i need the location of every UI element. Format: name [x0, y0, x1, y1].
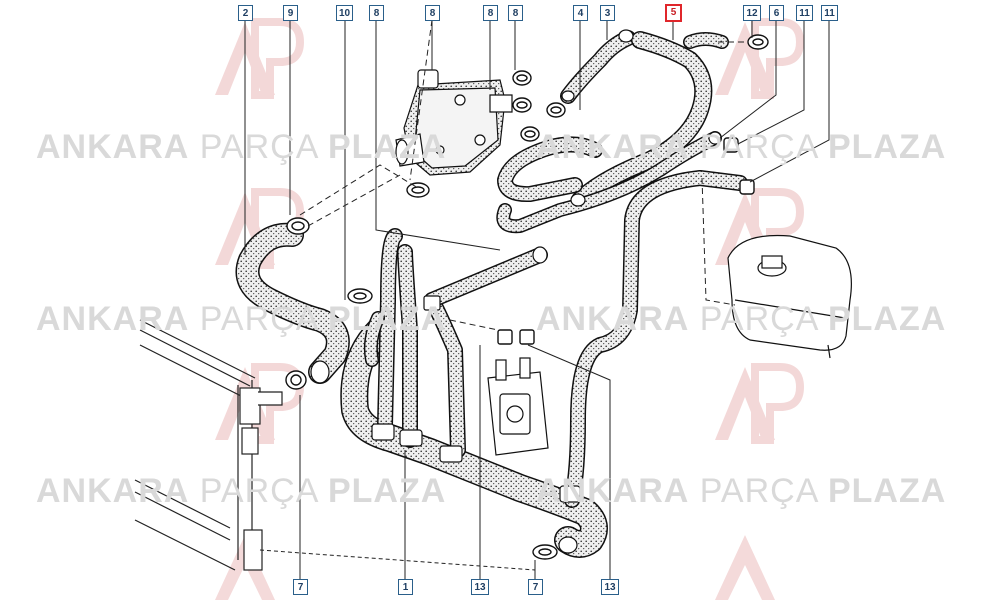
- part-callout-7[interactable]: 7: [293, 579, 308, 595]
- part-callout-8[interactable]: 8: [483, 5, 498, 21]
- part-callout-1[interactable]: 1: [398, 579, 413, 595]
- part-callout-3[interactable]: 3: [600, 5, 615, 21]
- part-callout-11[interactable]: 11: [821, 5, 838, 21]
- part-callout-9[interactable]: 9: [283, 5, 298, 21]
- part-callout-13[interactable]: 13: [601, 579, 619, 595]
- part-callout-5-highlighted[interactable]: 5: [665, 4, 682, 22]
- part-callout-8[interactable]: 8: [425, 5, 440, 21]
- oil-cooler: [487, 357, 549, 456]
- leader-lines: [244, 19, 830, 580]
- water-outlet-housing: [395, 69, 513, 176]
- hose-ends: [310, 29, 722, 554]
- hose-clamps: [285, 34, 769, 560]
- part-callout-7[interactable]: 7: [528, 579, 543, 595]
- part-callout-2[interactable]: 2: [238, 5, 253, 21]
- part-callout-4[interactable]: 4: [573, 5, 588, 21]
- part-callout-6[interactable]: 6: [769, 5, 784, 21]
- expansion-tank: [727, 234, 852, 359]
- part-callout-8[interactable]: 8: [369, 5, 384, 21]
- hoses: [235, 30, 748, 558]
- part-callout-13[interactable]: 13: [471, 579, 489, 595]
- part-callout-11[interactable]: 11: [796, 5, 813, 21]
- part-callout-12[interactable]: 12: [743, 5, 761, 21]
- part-callout-8[interactable]: 8: [508, 5, 523, 21]
- radiator-frame: [134, 319, 283, 571]
- part-callout-10[interactable]: 10: [336, 5, 353, 21]
